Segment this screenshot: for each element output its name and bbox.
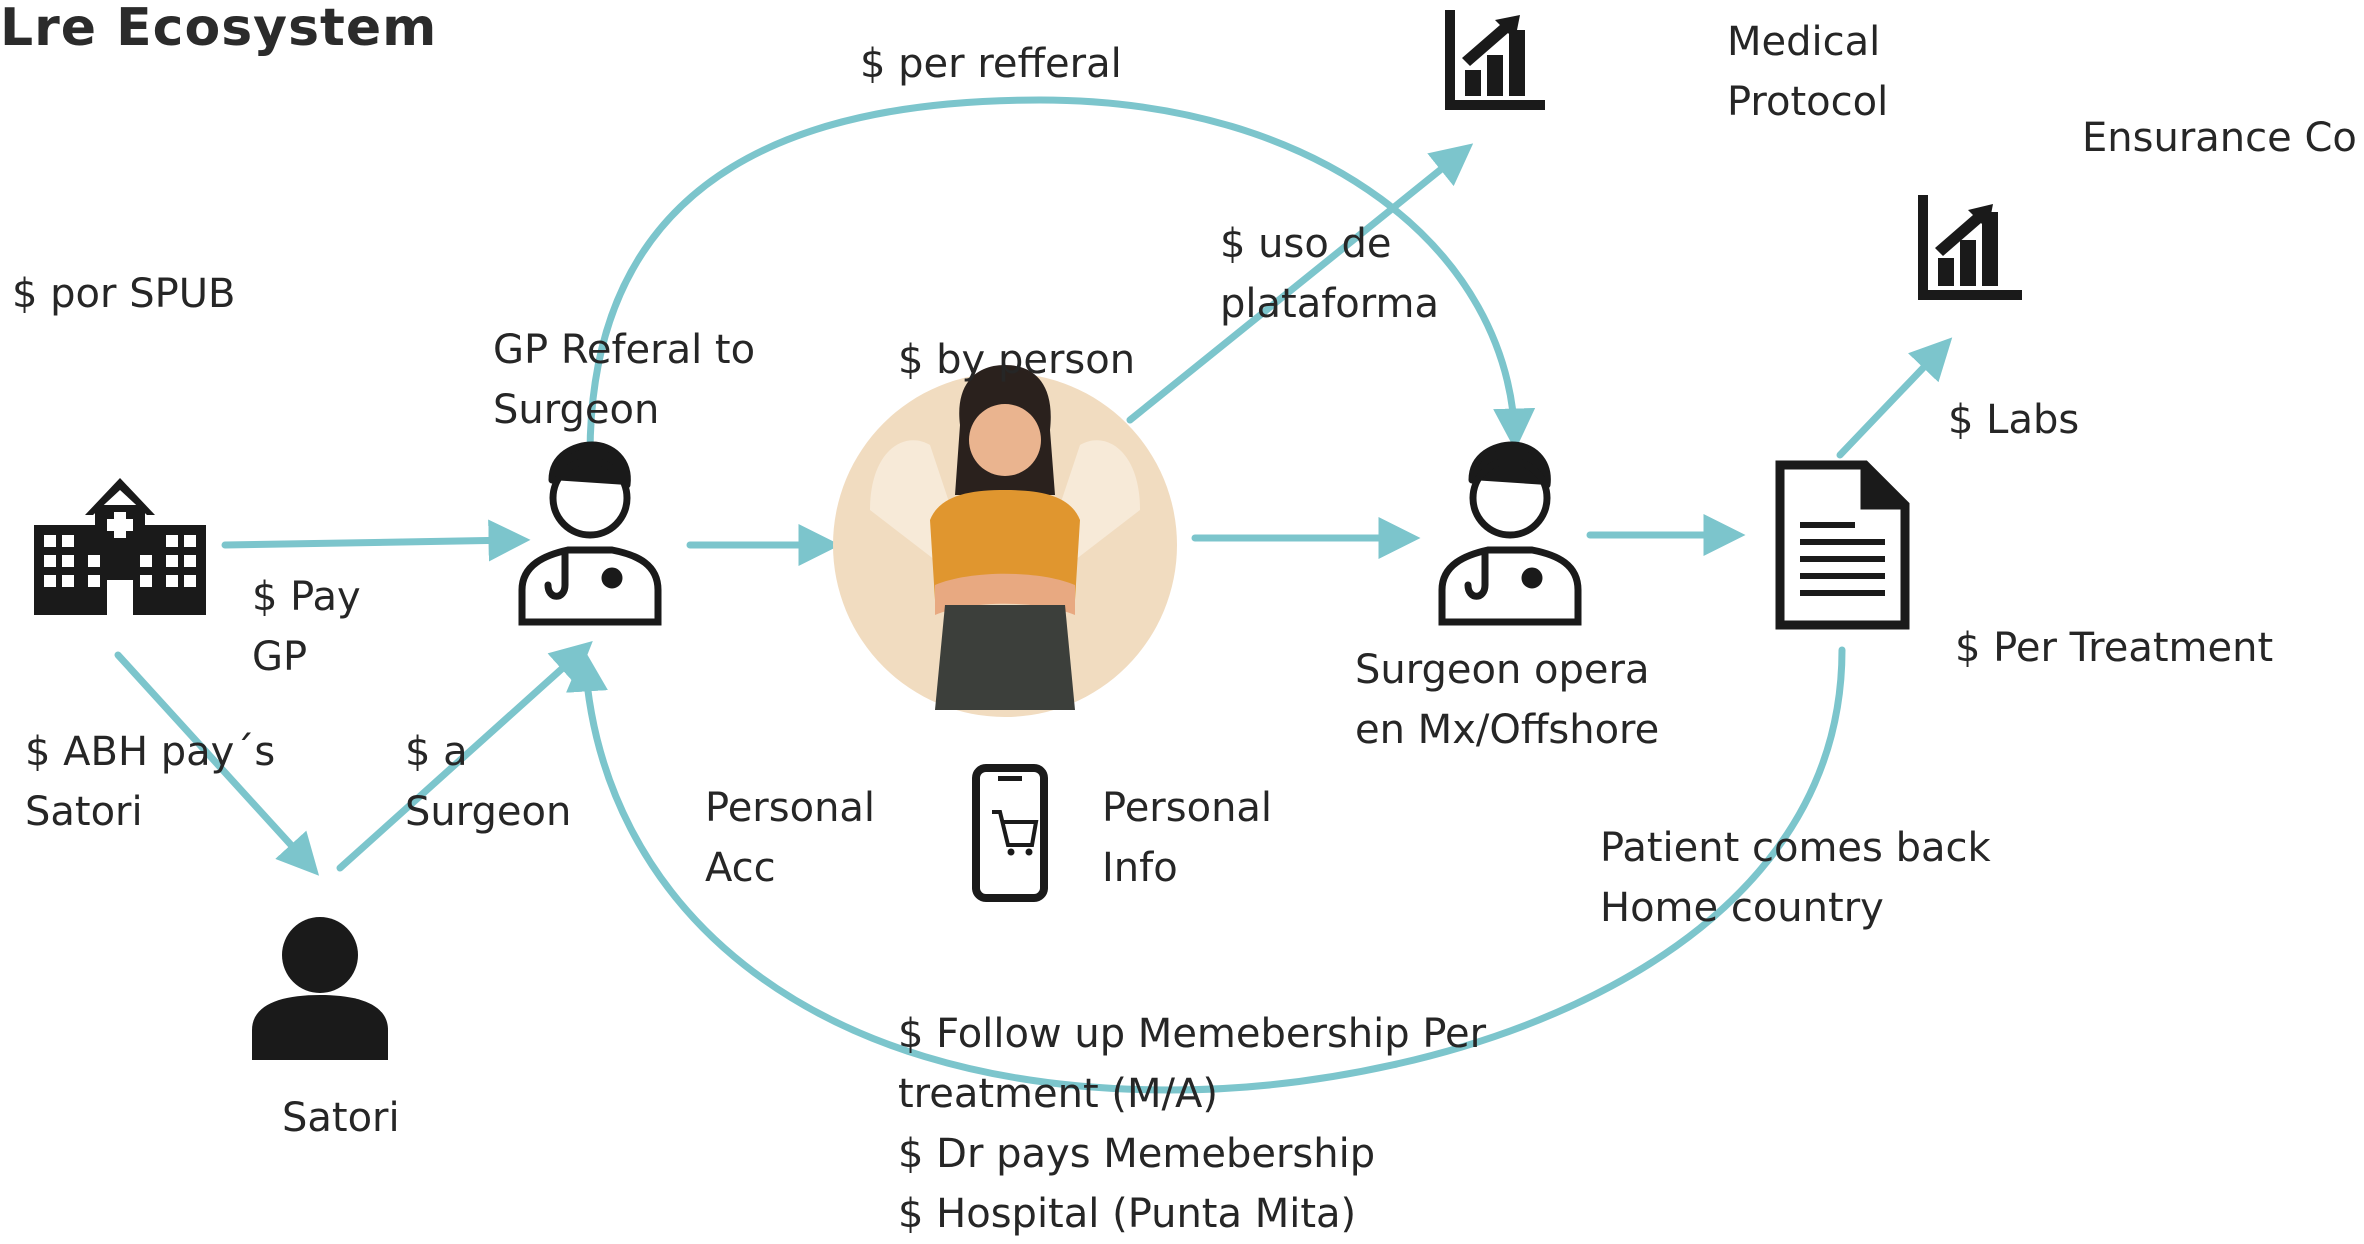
- chart-icon: [1445, 10, 1545, 110]
- label-ensurance-co: Ensurance Co: [2082, 115, 2357, 161]
- label-labs: $ Labs: [1948, 397, 2080, 443]
- patient-photo: [833, 365, 1177, 717]
- label-satori: Satori: [282, 1095, 400, 1141]
- arc-top-referral: [586, 96, 1536, 459]
- doctor-icon: [518, 441, 662, 626]
- chart-icon: [1918, 195, 2022, 300]
- arrow-satori-to-gp: [336, 640, 593, 872]
- arc-bottom-return: [566, 646, 1846, 1094]
- label-por-spub: $ por SPUB: [12, 271, 236, 317]
- mobile-cart-icon: [972, 764, 1048, 902]
- label-per-refferal: $ per refferal: [860, 41, 1122, 87]
- document-icon: [1775, 460, 1910, 630]
- doctor-icon: [1438, 441, 1582, 626]
- label-by-person: $ by person: [898, 337, 1136, 383]
- person-icon: [252, 917, 388, 1060]
- hospital-icon: [34, 478, 206, 615]
- arrow-hospital-to-satori: [114, 651, 320, 876]
- label-per-treatment: $ Per Treatment: [1955, 625, 2274, 671]
- arrow-document-to-insurance: [1836, 337, 1953, 459]
- arrow-patient-to-protocol: [1126, 143, 1474, 424]
- arrow-hospital-to-gp: [221, 519, 531, 562]
- diagram-title: Lre Ecosystem: [0, 0, 438, 58]
